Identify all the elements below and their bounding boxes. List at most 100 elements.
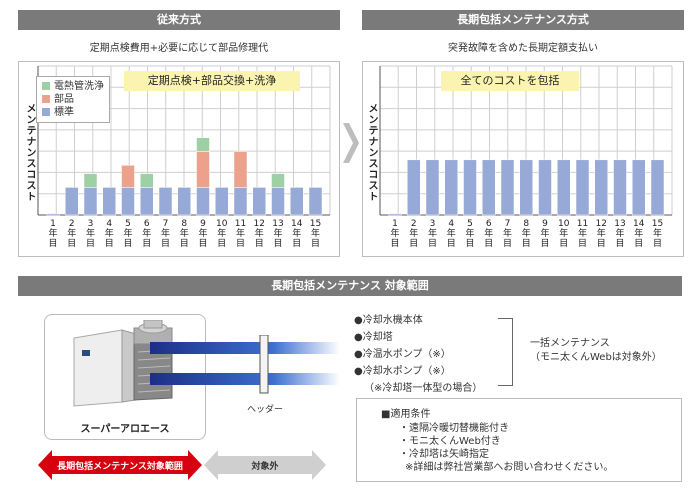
- bracket: [498, 318, 513, 386]
- return-pipe: [150, 373, 340, 385]
- bar-6: [140, 173, 154, 188]
- bar-3: [425, 159, 440, 216]
- right-section-subtitle: 突発故障を含めた長期定額支払い: [448, 43, 598, 54]
- legend-swatch-parts: [42, 95, 50, 103]
- chevron-right-icon: [343, 123, 359, 163]
- bar-9: [538, 159, 552, 216]
- left-section-subtitle: 定期点検費用+必要に応じて部品修理代: [89, 43, 269, 54]
- scope-item-list: ●冷却水機本体 ●冷却塔 ●冷温水ポンプ（※） ●冷却水ポンプ（※） （※冷却塔…: [354, 312, 482, 397]
- in-scope-label: 長期包括メンテナンス対象範囲: [57, 462, 183, 472]
- legend-label-parts: 部品: [54, 94, 74, 105]
- machine-label: スーパーアロエース: [80, 424, 170, 435]
- list-item: ●冷却塔: [354, 332, 393, 343]
- list-item: ●冷却水機本体: [354, 315, 423, 326]
- bar-10: [215, 187, 229, 216]
- scope-arrows: [38, 450, 326, 480]
- in-scope-arrow: [38, 450, 202, 480]
- legend-item-cleaning: 電熱管洗浄: [42, 80, 104, 93]
- bar-5: [121, 165, 135, 188]
- bar-5: [463, 159, 477, 216]
- bar-14: [632, 159, 646, 216]
- bar-1: [46, 213, 60, 216]
- right-chart-ylabel: メンテナンスコスト: [366, 103, 377, 202]
- bar-6: [482, 159, 496, 216]
- condition-item: ・遠隔冷暖切替機能付き: [399, 423, 509, 434]
- left-chart-legend: 電熱管洗浄 部品 標準: [36, 76, 110, 123]
- bar-11: [575, 159, 590, 216]
- right-chart-panel: [362, 61, 684, 257]
- bar-3: [83, 173, 98, 188]
- bar-4: [102, 187, 116, 216]
- legend-label-cleaning: 電熱管洗浄: [54, 81, 104, 92]
- bar-13: [271, 173, 285, 188]
- bar-7: [500, 159, 515, 216]
- bracket-note-line: （モニ太くんWebは対象外）: [530, 352, 662, 363]
- right-chart-callout: 全てのコストを包括: [441, 71, 579, 91]
- left-chart-ylabel: メンテナンスコスト: [24, 103, 35, 202]
- left-chart-callout: 定期点検+部品交換+洗浄: [124, 71, 300, 91]
- condition-item: ・モニ太くんWeb付き: [399, 436, 501, 447]
- bar-8: [519, 159, 533, 216]
- list-item: ●冷温水ポンプ（※）: [354, 349, 451, 360]
- legend-item-parts: 部品: [42, 93, 104, 106]
- right-section-header: 長期包括メンテナンス方式: [362, 10, 684, 30]
- bar-15: [308, 187, 323, 216]
- legend-item-standard: 標準: [42, 106, 104, 119]
- bar-1: [388, 213, 402, 216]
- conditions-box: ■適用条件 ・遠隔冷暖切替機能付き ・モニ太くんWeb付き ・冷却塔は矢崎指定 …: [356, 398, 682, 482]
- condition-note: ※詳細は弊社営業部へお問い合わせください。: [405, 462, 614, 473]
- bracket-note: 一括メンテナンス （モニ太くんWebは対象外）: [530, 337, 662, 365]
- legend-label-standard: 標準: [54, 107, 74, 118]
- bottom-section-header: 長期包括メンテナンス 対象範囲: [18, 276, 682, 296]
- bar-2: [65, 187, 79, 216]
- supply-pipe: [150, 342, 340, 354]
- legend-swatch-cleaning: [42, 82, 50, 90]
- bar-12: [594, 159, 608, 216]
- bracket-note-line: 一括メンテナンス: [530, 338, 610, 349]
- chiller-unit-image: [73, 320, 173, 407]
- condition-item: ・冷却塔は矢崎指定: [399, 449, 489, 460]
- out-of-scope-label: 対象外: [251, 462, 279, 472]
- list-item-note: （※冷却塔一体型の場合）: [364, 383, 483, 394]
- header-bar: [259, 335, 269, 394]
- header-label: ヘッダー: [247, 405, 284, 415]
- bar-14: [290, 187, 304, 216]
- bar-8: [177, 187, 191, 216]
- pipe-lines: [150, 335, 340, 394]
- bar-10: [557, 159, 571, 216]
- bar-7: [158, 187, 173, 216]
- bar-2: [407, 159, 421, 216]
- bar-9: [196, 137, 210, 152]
- left-section-header: 従来方式: [18, 10, 340, 30]
- bar-12: [252, 187, 266, 216]
- list-item: ●冷却水ポンプ（※）: [354, 366, 451, 377]
- left-chart-panel: [18, 61, 340, 257]
